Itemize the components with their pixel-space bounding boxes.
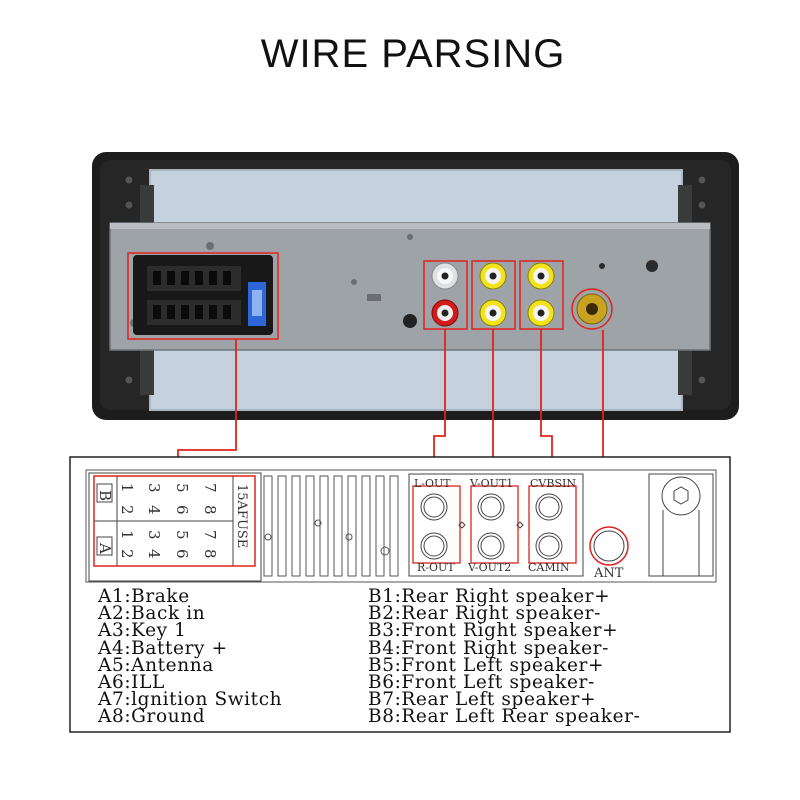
legend-item: A2:Back in <box>98 603 206 625</box>
ant-label: ANT <box>593 566 624 581</box>
page-title: WIRE PARSING <box>260 32 566 76</box>
legend-item: B5:Front Left speaker+ <box>368 654 605 676</box>
fuse-label: 15AFUSE <box>234 484 249 548</box>
pin-label: 5 <box>173 530 191 540</box>
pin-label: 6 <box>173 549 191 559</box>
pin-label: 1 <box>118 483 136 493</box>
legend-item: B3:Front Right speaker+ <box>368 620 619 642</box>
row-label-b: B <box>96 490 114 501</box>
rca-jacks <box>431 262 613 330</box>
iso-connector <box>133 255 273 335</box>
pin-label: 1 <box>118 530 136 540</box>
pin-label: 8 <box>201 549 219 559</box>
pin-label: 7 <box>201 483 219 493</box>
legend-item: A7:lgnition Switch <box>98 689 283 711</box>
pin-label: 4 <box>145 549 163 559</box>
pin-label: 6 <box>173 505 191 515</box>
pin-label: 2 <box>118 505 136 515</box>
legend-item: A3:Key 1 <box>98 620 187 642</box>
v-out1-label: V-OUT1 <box>469 477 513 490</box>
legend-item: B6:Front Left speaker- <box>368 672 595 694</box>
legend-item: B7:Rear Left speaker+ <box>368 689 597 711</box>
head-unit-photo <box>92 152 739 520</box>
pin-label: 4 <box>145 505 163 515</box>
legend-item: A1:Brake <box>98 586 190 607</box>
cvbs-in-label: CVBSIN <box>530 477 576 490</box>
legend-item: B1:Rear Right speaker+ <box>368 586 611 607</box>
legend-item: A8:Ground <box>98 706 206 728</box>
legend-item: A5:Antenna <box>98 654 214 676</box>
legend-item: A4:Battery + <box>98 637 228 659</box>
legend-item: B8:Rear Left Rear speaker- <box>368 706 641 728</box>
pin-label: 3 <box>145 483 163 493</box>
legend-item: B4:Front Right speaker- <box>368 637 609 659</box>
legend-item: A6:ILL <box>98 672 165 694</box>
legend-item: B2:Rear Right speaker- <box>368 603 601 625</box>
pin-label: 2 <box>118 549 136 559</box>
legend-b-list: B1:Rear Right speaker+B2:Rear Right spea… <box>368 586 641 728</box>
pin-label: 5 <box>173 483 191 493</box>
pin-label: 7 <box>201 530 219 540</box>
cam-in-label: CAMIN <box>528 561 570 574</box>
r-out-label: R-OUT <box>417 561 455 574</box>
diagram-frame <box>69 456 731 733</box>
pin-label: 8 <box>201 505 219 515</box>
l-out-label: L-OUT <box>414 477 451 490</box>
pin-label: 3 <box>145 530 163 540</box>
row-label-a: A <box>96 542 114 554</box>
v-out2-label: V-OUT2 <box>467 561 511 574</box>
